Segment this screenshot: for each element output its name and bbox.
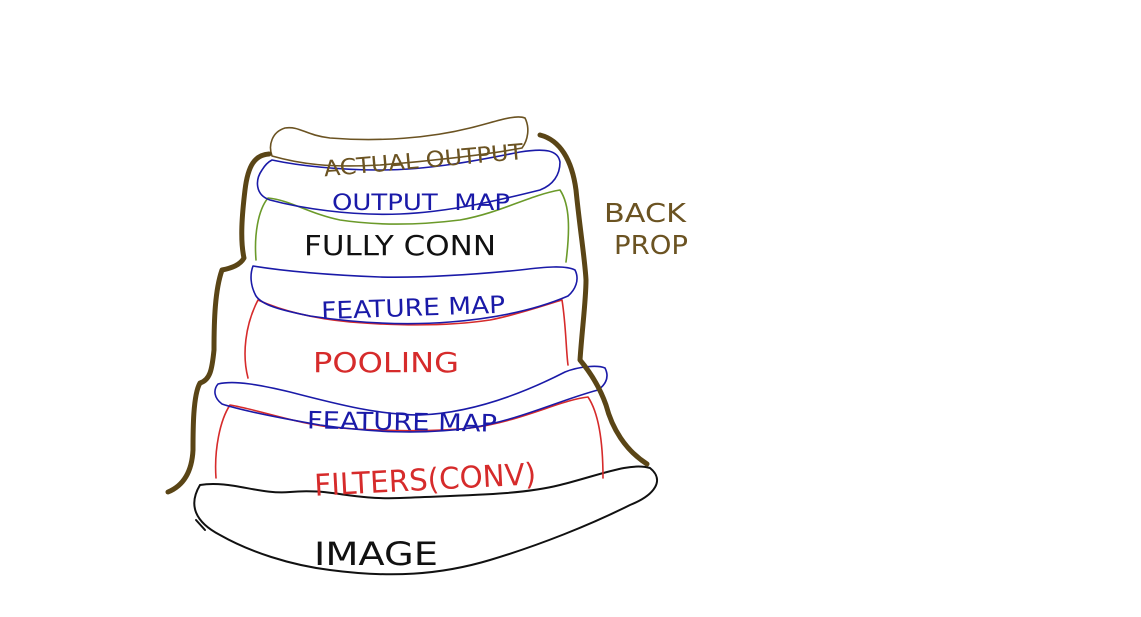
output-map-label: OUTPUT MAP	[332, 191, 510, 216]
feature-map-2-outline	[250, 265, 578, 325]
image-layer-tick	[195, 519, 206, 531]
fully-conn-label: FULLY CONN	[304, 229, 496, 262]
image-label: IMAGE	[314, 535, 438, 573]
actual-output-label: ACTUAL OUTPUT	[323, 140, 525, 182]
feature-map-2-label: FEATURE MAP	[321, 291, 506, 325]
filters-label: FILTERS(CONV)	[314, 457, 538, 504]
pooling-layer-outline	[244, 299, 569, 379]
feature-map-1-label: FEATURE MAP	[307, 406, 497, 437]
backprop-label-line2: PROP	[614, 231, 688, 261]
filters-layer-outline	[214, 396, 604, 479]
output-map-outline	[256, 149, 561, 216]
actual-output-outline	[269, 116, 529, 167]
backprop-label-line1: BACK	[604, 199, 687, 229]
backprop-bracket-right	[537, 132, 650, 467]
backprop-bracket-left	[165, 151, 272, 495]
feature-map-1-outline	[214, 365, 608, 433]
image-layer-outline	[193, 465, 659, 576]
pooling-label: POOLING	[313, 346, 459, 379]
